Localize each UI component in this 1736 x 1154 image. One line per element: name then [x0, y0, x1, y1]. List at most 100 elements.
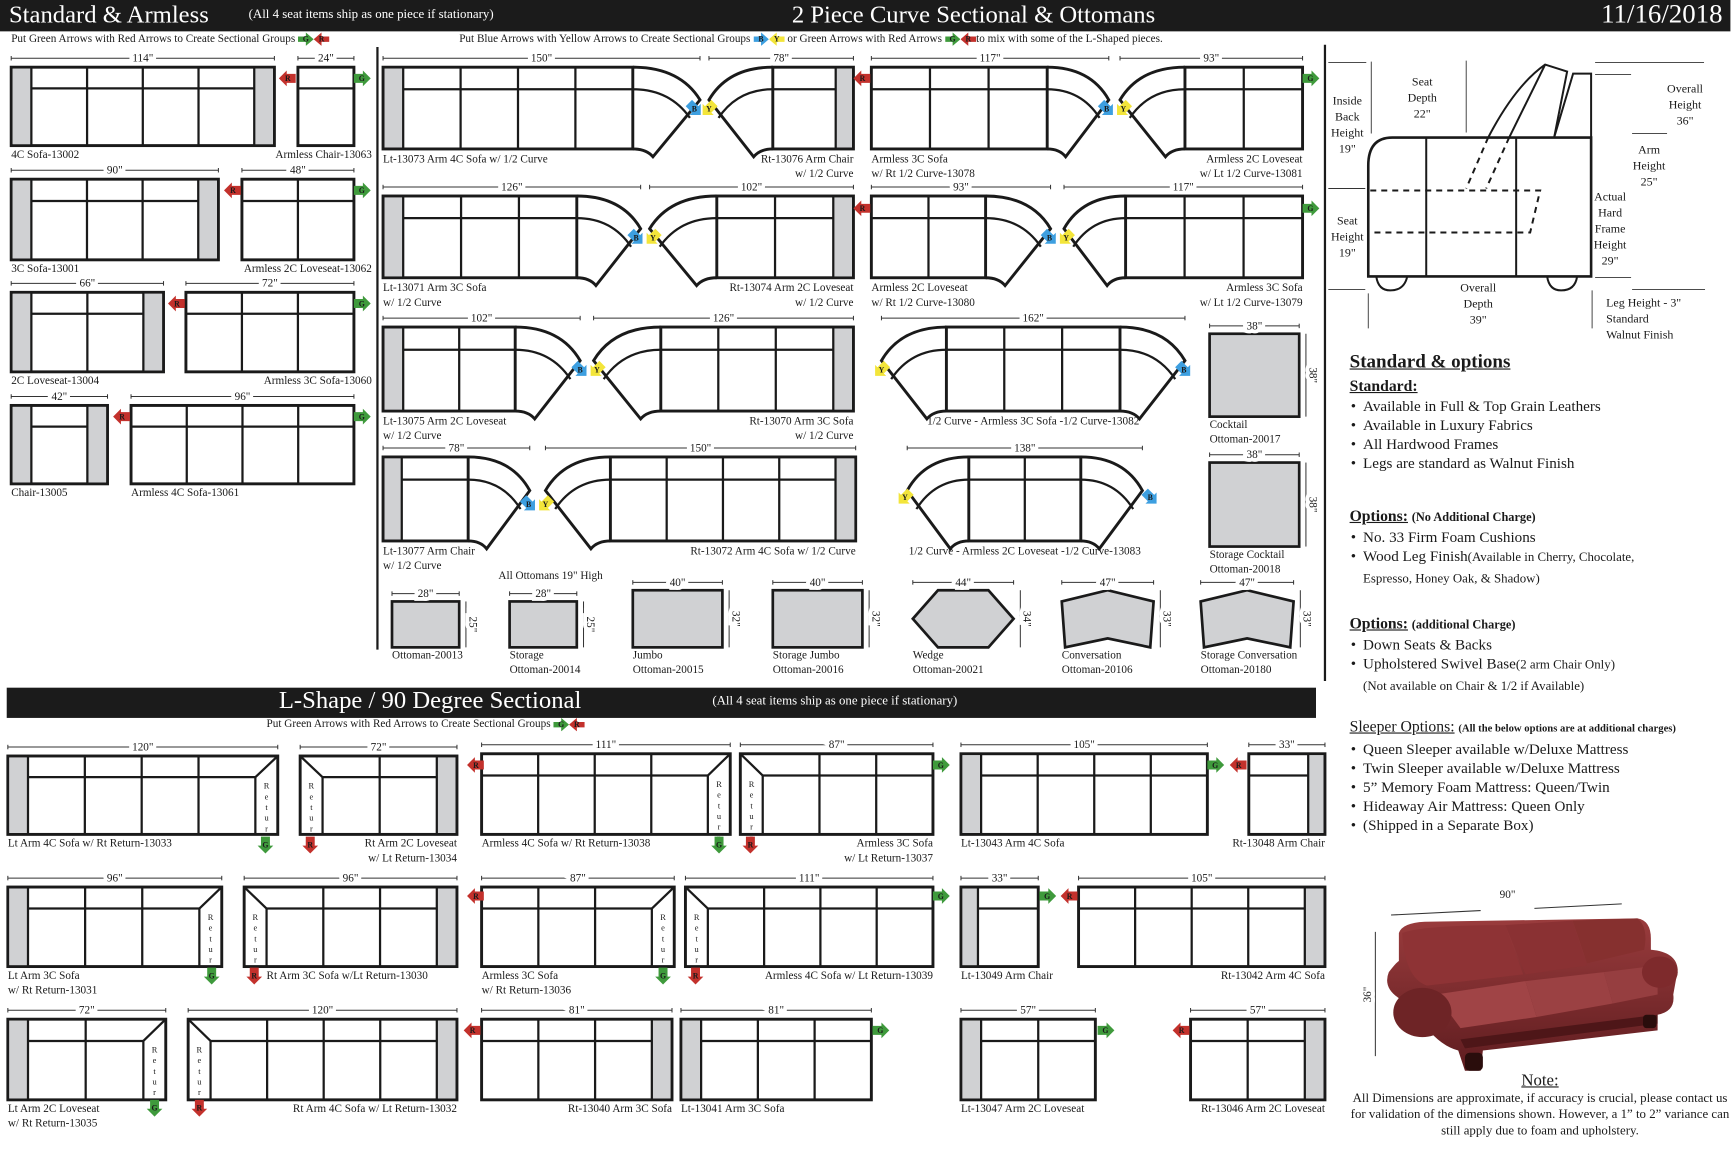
frame-height-label: Frame: [1595, 221, 1626, 235]
dimension-value: 32": [869, 611, 881, 627]
arm-left: [12, 68, 32, 145]
svg-text:G: G: [1212, 761, 1218, 770]
dimension-value: 102": [471, 312, 492, 324]
svg-text:R: R: [1067, 892, 1073, 901]
ottoman-shape: [911, 588, 1016, 649]
option-item-text: Wood Leg Finish: [1363, 547, 1468, 565]
dimension: 38": [1209, 445, 1300, 465]
svg-text:G: G: [209, 971, 215, 980]
dimension-value: 24": [318, 53, 334, 65]
dimension: 25": [462, 601, 482, 648]
piece-label: Lt-13071 Arm 3C Sofa: [383, 282, 487, 294]
return-label: Return: [307, 782, 316, 846]
piece-outline: [6, 885, 224, 969]
dimension: 105": [1078, 869, 1326, 888]
piece-label: Armless 3C Sofa: [482, 970, 558, 982]
blue-arrow-icon: B: [571, 360, 587, 376]
dimension: 117": [1063, 177, 1304, 197]
green-arrow-icon: G: [1039, 888, 1057, 904]
dimension: 78": [382, 438, 531, 458]
arm-left: [962, 1020, 982, 1099]
half-curve: [591, 325, 661, 422]
half-curve: [707, 65, 773, 160]
option-item-note: (2 arm Chair Only): [1515, 658, 1615, 672]
standard-piece: 114"4C Sofa-13002: [9, 49, 276, 161]
dimension-value: 120": [132, 741, 153, 753]
piece-label: w/ Lt 1/2 Curve-13079: [1200, 297, 1303, 309]
dimension-value: 114": [132, 53, 153, 65]
piece-label: Armless 3C Sofa: [871, 153, 947, 165]
dimension-value: 38": [1306, 367, 1318, 383]
green-arrow-icon: G: [1097, 1022, 1115, 1039]
yellow-arrow-icon: Y: [1117, 99, 1133, 115]
piece-outline: [869, 65, 1049, 151]
ottoman-shape: [631, 588, 724, 649]
dimension-value: 81": [569, 1005, 585, 1017]
width-dim-line: [1534, 903, 1622, 909]
dimension-value: 162": [1023, 312, 1044, 324]
dimension-value: 93": [1203, 53, 1219, 65]
blue-arrow-icon: B: [685, 99, 701, 115]
dimension-value: 81": [768, 1005, 784, 1017]
half-curve: [985, 194, 1053, 288]
frame-height-label: Actual: [1594, 189, 1627, 203]
seat-height-label: 19": [1339, 245, 1356, 259]
dimension: 87": [481, 869, 675, 888]
standard-heading: Standard:: [1349, 378, 1418, 396]
dimension: 117": [870, 49, 1110, 69]
arm-left: [384, 68, 404, 148]
svg-text:G: G: [152, 1103, 158, 1112]
dimension: 120": [7, 737, 279, 757]
red-arrow-icon: R: [224, 182, 241, 199]
sleeper-note: (All the below options are at additional…: [1458, 723, 1676, 735]
green-arrow-icon: G: [655, 967, 671, 985]
svg-text:G: G: [660, 971, 666, 980]
dimension-value: 25": [584, 617, 596, 633]
dimension: 96": [130, 387, 355, 407]
dimension: 25": [580, 601, 600, 648]
sleeper-tail: (Shipped in a Separate Box): [1350, 815, 1736, 834]
option-item-note: Espresso, Honey Oak, & Shadow): [1363, 572, 1540, 586]
piece-label: 2C Loveseat-13004: [11, 375, 99, 387]
dimension-value: 93": [953, 181, 969, 193]
svg-text:Y: Y: [543, 500, 549, 509]
green-arrow-icon: G: [932, 888, 950, 904]
svg-text:B: B: [1181, 365, 1186, 374]
dimension-value: 150": [531, 53, 552, 65]
dimension-value: 96": [107, 872, 123, 884]
svg-text:G: G: [359, 74, 365, 83]
dimension: 32": [726, 590, 745, 648]
option-item-note: (Not available on Chair & 1/2 if Availab…: [1363, 679, 1585, 694]
piece-label: w/ Rt Return-13036: [482, 984, 572, 996]
svg-text:R: R: [473, 892, 479, 901]
piece-label: Cocktail: [1210, 419, 1248, 431]
green-arrow-icon: G: [298, 32, 314, 46]
sleeper-heading: Sleeper Options:: [1349, 719, 1455, 736]
svg-text:G: G: [359, 299, 365, 308]
piece-label: Ottoman-20106: [1062, 664, 1133, 676]
instruction-text: Put Green Arrows with Red Arrows to Crea…: [266, 718, 551, 731]
lshape-piece: 57"GLt-13047 Arm 2C Loveseat: [959, 1001, 1115, 1115]
piece-outline: [381, 194, 579, 280]
dimension: 38": [1302, 333, 1322, 417]
side-profile-diagram: InsideBackHeight19"SeatDepth22"OverallHe…: [1328, 60, 1706, 341]
instruction-text: to mix with some of the L-Shaped pieces.: [976, 32, 1163, 46]
dimension: 81": [481, 1001, 673, 1021]
standard-piece: 90"3C Sofa-13001: [9, 161, 220, 275]
leg-label: Standard: [1606, 311, 1649, 325]
standard-options-panel: Standard & options Standard: Available i…: [1350, 352, 1736, 859]
curve-sectional-title: 2 Piece Curve Sectional & Ottomans: [791, 0, 1156, 28]
svg-text:Y: Y: [879, 365, 885, 374]
arm-right: [143, 293, 163, 371]
dimension-value: 72": [79, 1005, 95, 1017]
dimension: 28": [391, 584, 460, 604]
dimension: 38": [1209, 316, 1300, 336]
piece-label: Lt-13041 Arm 3C Sofa: [681, 1103, 785, 1115]
red-arrow-icon: R: [742, 836, 759, 854]
half-curve: [1062, 194, 1126, 288]
